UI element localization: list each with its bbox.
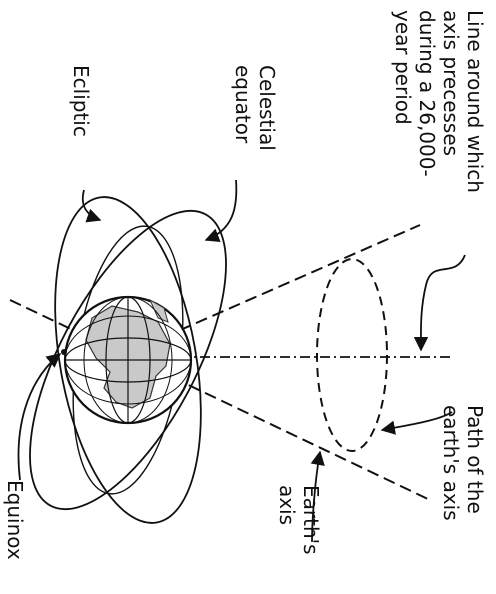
- axis-path-pointer: [380, 411, 453, 435]
- earth-globe: [63, 295, 193, 425]
- ecliptic-ellipse: [54, 196, 202, 524]
- axis-path-ellipse: [316, 258, 388, 452]
- precession-line-label: Line around which axis precesses during …: [391, 10, 487, 199]
- ecliptic-label: Ecliptic: [69, 65, 93, 137]
- equinox-pointer: [17, 353, 62, 481]
- ecliptic-pointer: [81, 189, 102, 223]
- precession-line-pointer: [413, 254, 466, 352]
- celestial-equator-pointer: [204, 179, 238, 243]
- celestial-equator-label: Celestial equator: [231, 65, 279, 157]
- celestial-equator-ellipse: [29, 209, 227, 511]
- cone-upper-edge: [129, 224, 421, 353]
- earths-axis-label: Earth's axis: [275, 485, 323, 561]
- earths-axis-pointer: [310, 450, 325, 543]
- equinox-label: Equinox: [3, 480, 27, 560]
- equinox-point: [61, 349, 67, 355]
- path-of-axis-label: Path of the earth's axis: [439, 405, 487, 521]
